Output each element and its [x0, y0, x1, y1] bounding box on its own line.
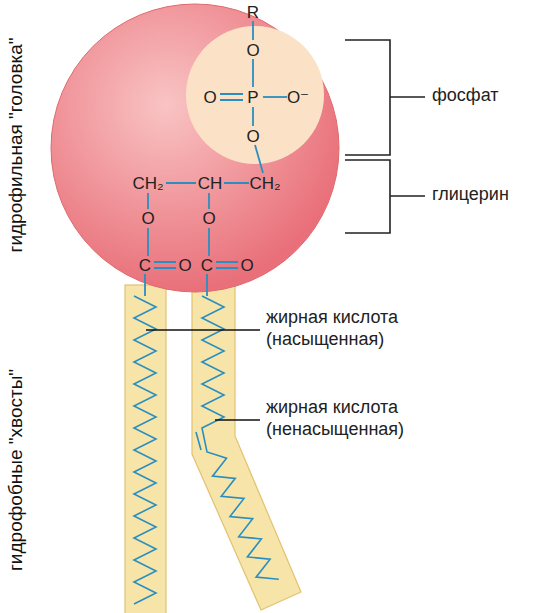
part-label: глицерин [432, 184, 509, 206]
phosphate-circle: ROOPO⁻O [185, 25, 325, 165]
saturated-tail [125, 285, 166, 613]
atom-symbol: CH₂ [132, 175, 163, 192]
carbon-chains [134, 296, 279, 604]
part-label: жирная кислота (насыщенная) [266, 307, 456, 350]
atom-symbol: CH₂ [249, 175, 280, 192]
bond [148, 193, 209, 209]
atom-symbol: CH [198, 175, 223, 192]
atom-symbol: O [202, 210, 215, 227]
bond [148, 228, 209, 256]
leader-lines [146, 330, 260, 420]
glycerol-bracket [345, 160, 425, 233]
bond [166, 182, 249, 184]
atom-symbol: O [246, 128, 259, 145]
phosphate-bracket [345, 40, 425, 155]
atom-symbol: C [201, 257, 213, 274]
atom-symbol: O [141, 210, 154, 227]
bond [252, 21, 254, 40]
head-circle: CH₂CHCH₂OOCOCOROOPO⁻O [50, 3, 340, 293]
atom-symbol: C [139, 257, 151, 274]
atom-symbol: O [203, 89, 216, 106]
bond [252, 59, 254, 87]
saturated-chain [134, 296, 156, 604]
double-bond [154, 262, 238, 268]
atom-symbol: O⁻ [287, 89, 309, 106]
leader-line [215, 419, 260, 420]
atom-symbol: O [246, 42, 259, 59]
part-label: жирная кислота (ненасыщенная) [266, 397, 456, 440]
chemical-bonds [145, 21, 287, 296]
cis-double-bond [196, 432, 201, 450]
atom-symbol: R [247, 4, 259, 21]
atom-symbol: P [247, 89, 258, 106]
region-label: гидрофобные "хвосты" [5, 369, 27, 571]
bond [145, 274, 207, 296]
atom-symbol: O [178, 257, 191, 274]
bond [255, 145, 263, 173]
bond [263, 96, 287, 98]
bond [252, 107, 254, 126]
double-bond [220, 94, 243, 100]
brackets [345, 40, 425, 233]
atom-symbol: O [240, 257, 253, 274]
leader-line [146, 329, 260, 330]
part-label: фосфат [432, 85, 499, 107]
region-label: гидрофильная "головка" [5, 37, 27, 252]
